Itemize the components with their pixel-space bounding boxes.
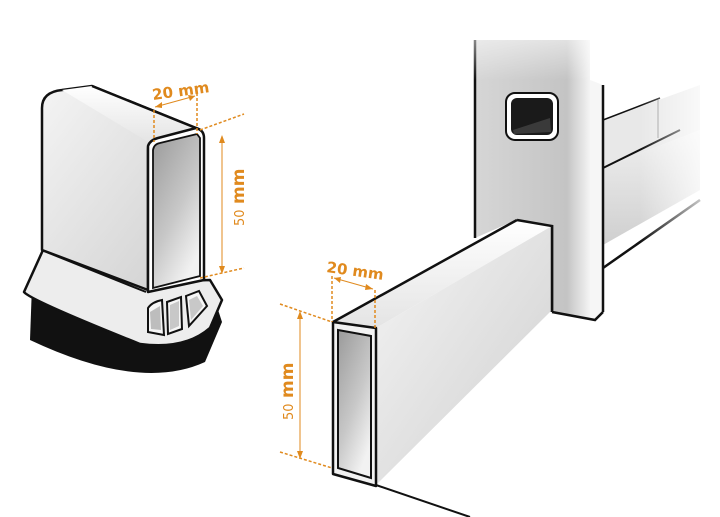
tube-dimensions bbox=[279, 276, 376, 469]
tube-height-label: 50 mm bbox=[278, 363, 298, 420]
end-cap-width-label: 20 mm bbox=[151, 78, 210, 104]
svg-text:50: 50 bbox=[233, 209, 248, 226]
post-front bbox=[475, 40, 590, 318]
end-cap-height-label: 50 mm bbox=[229, 169, 249, 226]
rectangular-tube bbox=[331, 218, 554, 517]
tube-width-label: 20 mm bbox=[325, 258, 384, 284]
cap-opening bbox=[152, 132, 201, 290]
svg-text:50: 50 bbox=[282, 403, 297, 420]
tube-opening bbox=[337, 328, 372, 480]
fence-post-scene bbox=[470, 0, 720, 322]
end-cap bbox=[22, 84, 224, 373]
svg-text:mm: mm bbox=[278, 363, 298, 398]
svg-text:mm: mm bbox=[229, 169, 249, 204]
end-cap-dimensions bbox=[153, 93, 245, 279]
